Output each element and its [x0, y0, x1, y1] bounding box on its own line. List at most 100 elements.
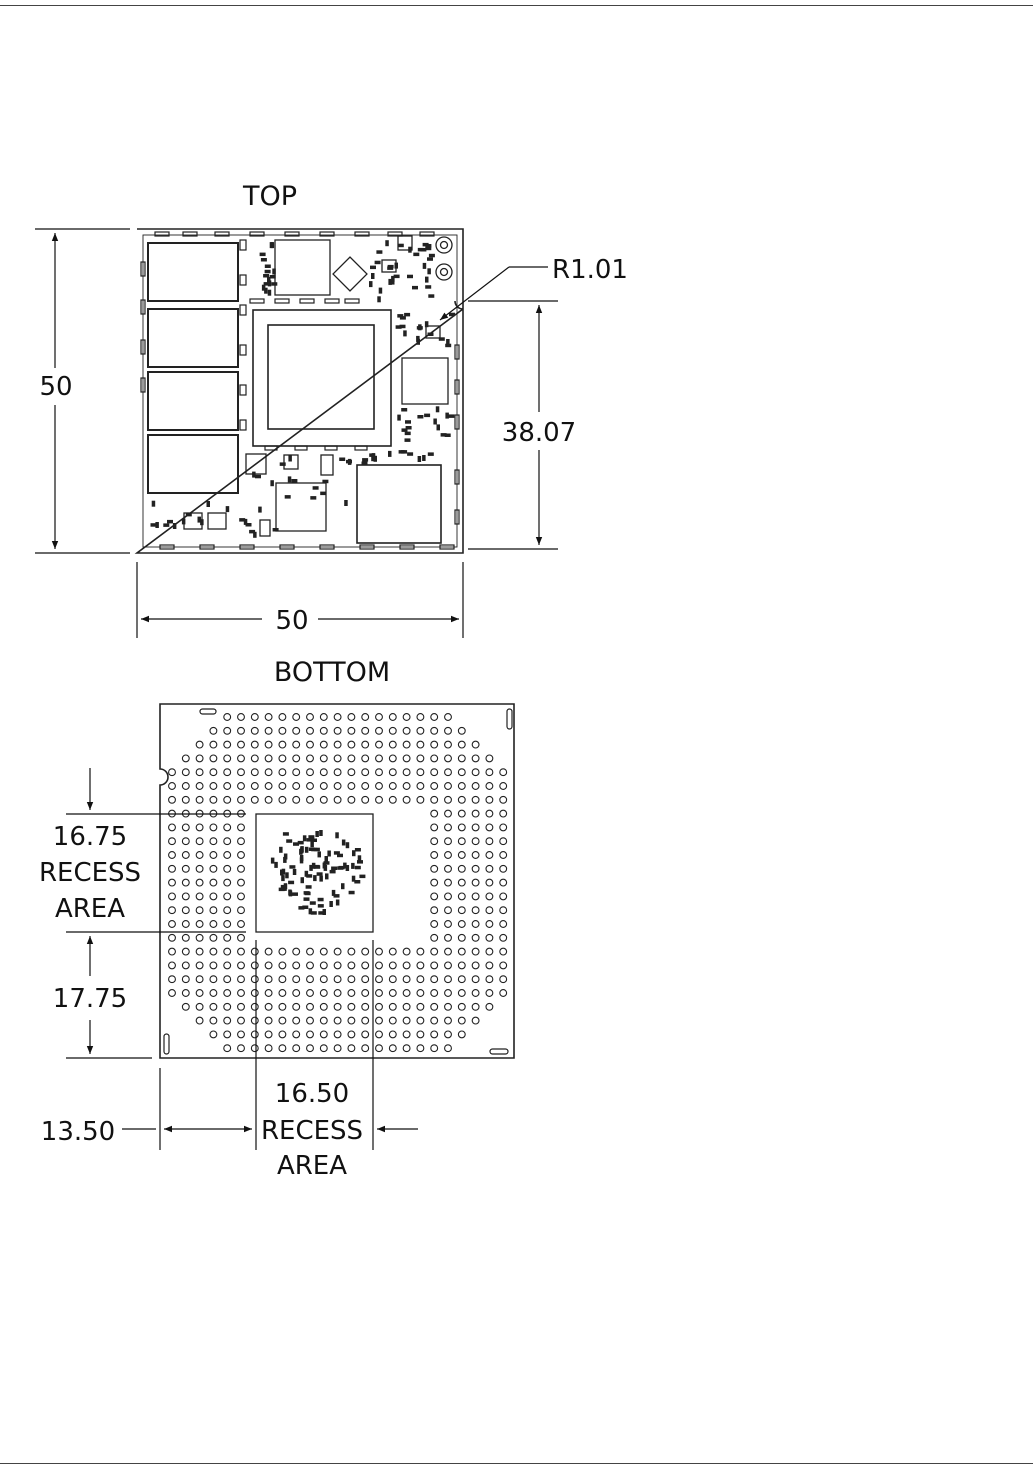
top-edge-pads	[141, 232, 459, 549]
bga-pad	[293, 1017, 300, 1024]
recess-component	[331, 867, 337, 871]
bga-pad	[279, 948, 286, 955]
top-component	[255, 475, 261, 479]
bga-pad	[265, 990, 272, 997]
bga-pad	[238, 893, 245, 900]
bottom-board-outline	[160, 704, 514, 1058]
bga-pad	[403, 727, 410, 734]
recess-height-line2: AREA	[55, 894, 125, 924]
bga-pad	[348, 769, 355, 776]
recess-component	[310, 841, 314, 847]
bottom-view: BOTTOM	[39, 657, 514, 1181]
bga-pad	[238, 962, 245, 969]
top-component	[417, 326, 423, 330]
edge-pad	[345, 299, 359, 303]
bga-pad	[458, 741, 465, 748]
bga-pad	[376, 962, 383, 969]
bga-pad	[486, 962, 493, 969]
bga-pad	[238, 934, 245, 941]
edge-pad	[250, 299, 264, 303]
edge-pad	[240, 345, 246, 355]
bga-pad	[196, 990, 203, 997]
bga-pad	[362, 796, 369, 803]
bga-pad	[265, 727, 272, 734]
bga-pad	[293, 727, 300, 734]
bga-pad	[182, 976, 189, 983]
bga-pad	[320, 1003, 327, 1010]
top-component	[428, 333, 434, 337]
bga-pad	[251, 1003, 258, 1010]
recess-component	[359, 875, 365, 879]
bga-pad	[224, 1045, 231, 1052]
bga-pad	[486, 796, 493, 803]
bga-pad	[196, 893, 203, 900]
bga-pad	[445, 921, 452, 928]
edge-pad	[240, 275, 246, 285]
bga-pad	[293, 714, 300, 721]
bga-pad	[224, 852, 231, 859]
recess-component	[293, 869, 297, 875]
bga-pad	[334, 948, 341, 955]
top-component	[405, 438, 411, 442]
bga-pad	[348, 948, 355, 955]
top-component	[252, 472, 256, 478]
recess-component	[337, 866, 343, 870]
top-component	[280, 462, 286, 466]
bga-pad	[458, 921, 465, 928]
bga-pad	[348, 1031, 355, 1038]
bga-pad	[320, 727, 327, 734]
top-component	[425, 285, 431, 289]
bga-pad	[224, 907, 231, 914]
bga-pad	[279, 755, 286, 762]
bga-pad	[238, 741, 245, 748]
bga-pad	[403, 755, 410, 762]
recess-component	[334, 894, 340, 898]
bga-pad	[445, 976, 452, 983]
recess-component	[319, 830, 323, 836]
bga-pad	[362, 769, 369, 776]
bga-pad	[196, 741, 203, 748]
top-component	[167, 520, 173, 524]
bga-pad	[500, 852, 507, 859]
recess-component	[279, 888, 285, 892]
bga-pad	[307, 755, 314, 762]
bga-pad	[224, 893, 231, 900]
bga-pad	[458, 796, 465, 803]
top-board-outline	[137, 229, 463, 553]
bga-pad	[403, 962, 410, 969]
bga-pad	[238, 948, 245, 955]
top-component	[249, 530, 255, 534]
recess-width-value: 16.50	[275, 1079, 349, 1109]
bga-pad	[389, 783, 396, 790]
bga-pad	[238, 783, 245, 790]
bga-pad	[348, 741, 355, 748]
bga-pad	[417, 948, 424, 955]
bga-pad	[169, 921, 176, 928]
top-component	[272, 269, 276, 275]
bga-pad	[238, 838, 245, 845]
bga-pad	[472, 879, 479, 886]
top-component	[422, 455, 426, 461]
bga-pad	[472, 852, 479, 859]
bga-pad	[376, 990, 383, 997]
bga-pad	[403, 714, 410, 721]
bga-pad	[445, 852, 452, 859]
bga-pad	[417, 1003, 424, 1010]
bga-pad	[320, 990, 327, 997]
top-component	[339, 458, 345, 462]
bga-pad	[251, 714, 258, 721]
top-component	[377, 296, 381, 302]
bga-pad	[265, 714, 272, 721]
bga-pad	[389, 1003, 396, 1010]
bga-pad	[169, 962, 176, 969]
bga-pad	[431, 810, 438, 817]
bga-pad	[431, 838, 438, 845]
bga-pad	[224, 783, 231, 790]
top-component	[322, 480, 328, 484]
bga-pad	[362, 990, 369, 997]
bga-pad	[445, 962, 452, 969]
bga-pad	[362, 1017, 369, 1024]
top-component	[427, 257, 433, 261]
top-component	[429, 254, 435, 257]
bga-pad	[238, 990, 245, 997]
